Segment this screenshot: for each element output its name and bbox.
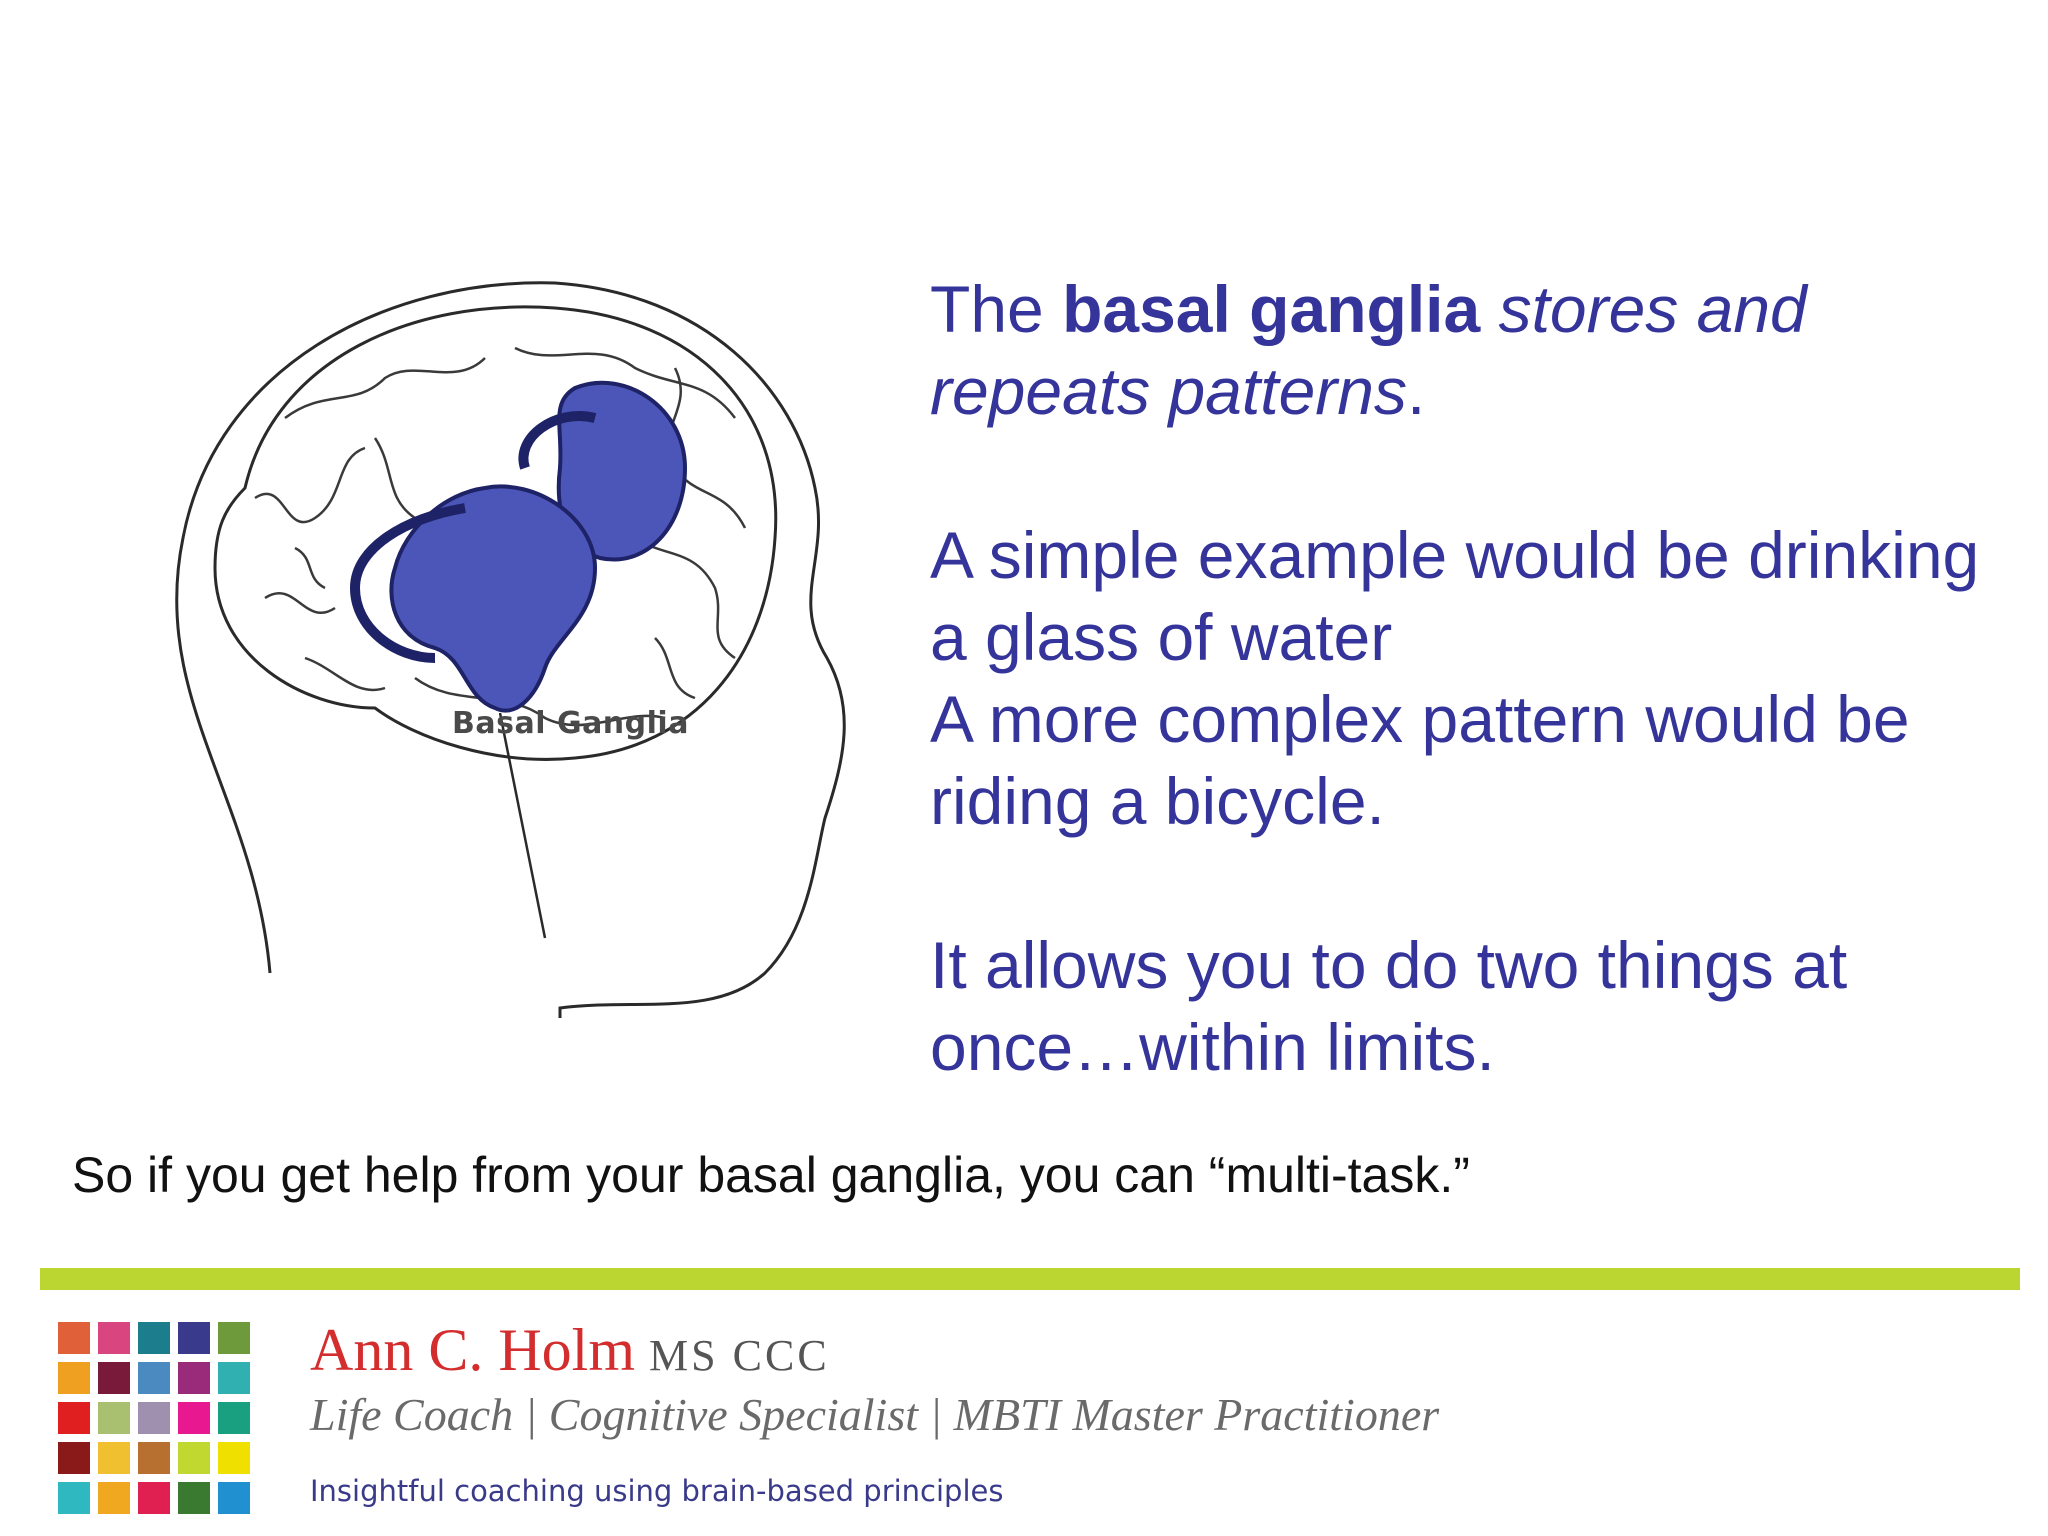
logo-square <box>98 1322 130 1354</box>
logo-square <box>178 1362 210 1394</box>
logo-square <box>58 1362 90 1394</box>
figure-label: Basal Ganglia <box>452 706 689 741</box>
logo-square <box>58 1442 90 1474</box>
logo-square <box>58 1402 90 1434</box>
footer-accent-bar <box>40 1268 2020 1290</box>
brain-illustration <box>55 238 865 1018</box>
logo-square <box>218 1322 250 1354</box>
main-text-block: The basal ganglia stores and repeats pat… <box>930 268 1980 1088</box>
logo-square <box>138 1322 170 1354</box>
paragraph-multitask: It allows you to do two things at once…w… <box>930 928 1848 1084</box>
logo-square <box>58 1482 90 1514</box>
logo-square <box>218 1362 250 1394</box>
label-pointer <box>498 712 547 939</box>
logo-square <box>138 1442 170 1474</box>
paragraph-basal-ganglia: The basal ganglia stores and repeats pat… <box>930 272 1807 428</box>
paragraph-complex-example: A more complex pattern would be riding a… <box>930 682 1910 838</box>
logo-square <box>178 1402 210 1434</box>
paragraph-simple-example: A simple example would be drinking a gla… <box>930 518 1980 674</box>
logo-mosaic-icon <box>58 1322 258 1514</box>
logo-square <box>178 1442 210 1474</box>
brand-roles: Life Coach | Cognitive Specialist | MBTI… <box>310 1389 1440 1440</box>
logo-square <box>138 1402 170 1434</box>
logo-square <box>138 1482 170 1514</box>
logo-square <box>98 1362 130 1394</box>
logo-square <box>178 1322 210 1354</box>
brand-credentials: MS CCC <box>649 1331 830 1380</box>
logo-square <box>58 1322 90 1354</box>
logo-square <box>138 1362 170 1394</box>
logo-square <box>178 1482 210 1514</box>
bold-term: basal ganglia <box>1062 272 1481 346</box>
logo-square <box>218 1442 250 1474</box>
brand-tagline: Insightful coaching using brain-based pr… <box>310 1474 1004 1508</box>
head-outline <box>175 281 846 1018</box>
footnote: So if you get help from your basal gangl… <box>72 1147 1470 1203</box>
logo-square <box>218 1482 250 1514</box>
logo-square <box>98 1482 130 1514</box>
logo-square <box>218 1402 250 1434</box>
brain-drawing <box>175 281 846 1018</box>
basal-ganglia-highlight <box>349 380 688 713</box>
logo-square <box>98 1442 130 1474</box>
logo-square <box>98 1402 130 1434</box>
italic-phrase: stores and repeats patterns <box>930 272 1807 428</box>
